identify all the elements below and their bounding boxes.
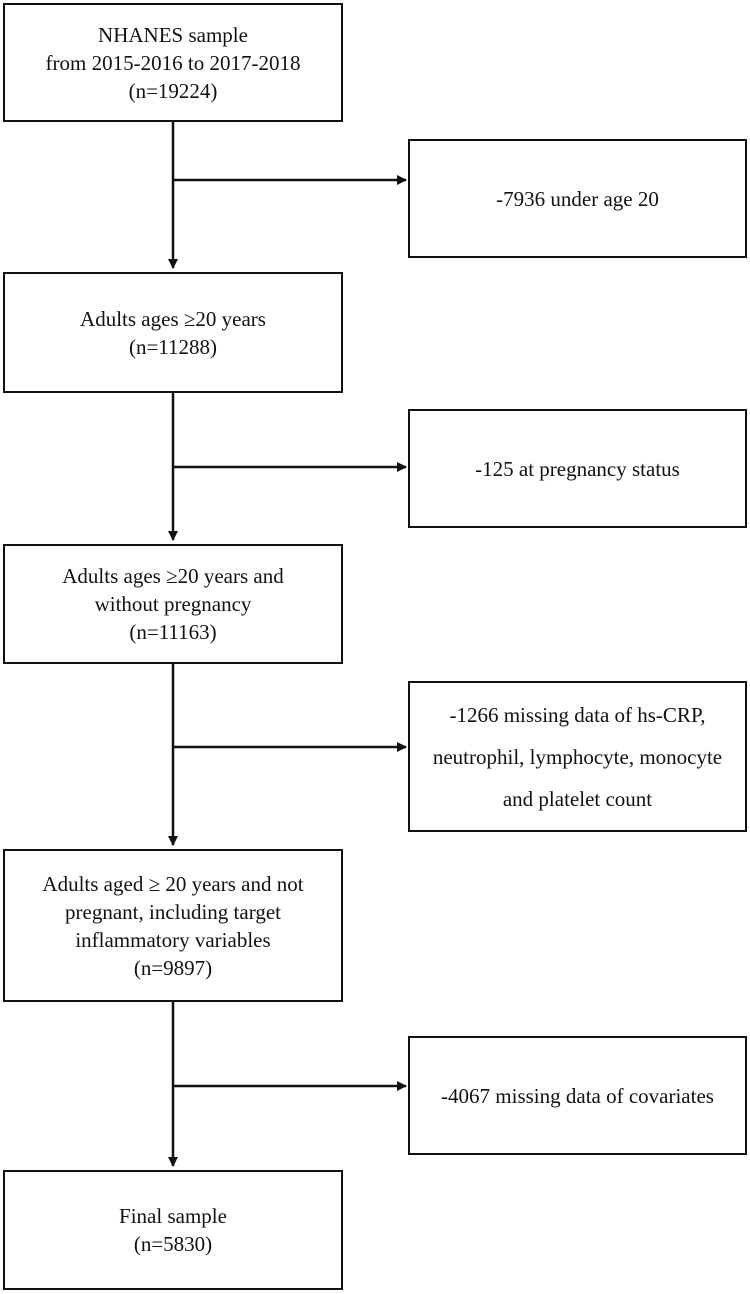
box-text: (n=5830): [133, 1232, 213, 1256]
box-text: (n=11163): [129, 620, 217, 644]
box-text: without pregnancy: [94, 592, 252, 616]
box-text: Adults aged ≥ 20 years and not: [42, 871, 304, 896]
box-text: (n=19224): [128, 78, 218, 103]
box-text: and platelet count: [502, 786, 653, 811]
box-adults-inflammatory: Adults aged ≥ 20 years and not pregnant,…: [3, 849, 343, 1002]
exclusion-box-under-20: -7936 under age 20: [408, 139, 747, 258]
box-text: (n=9897): [133, 955, 213, 980]
box-text: Adults ages ≥20 years: [80, 306, 266, 331]
box-adults-no-pregnancy: Adults ages ≥20 years and without pregna…: [3, 544, 343, 664]
exclusion-box-missing-inflammatory: -1266 missing data of hs-CRP, neutrophil…: [408, 681, 747, 832]
exclusion-box-pregnancy: -125 at pregnancy status: [408, 409, 747, 528]
box-adults-20: Adults ages ≥20 years (n=11288): [3, 272, 343, 393]
box-text: -4067 missing data of covariates: [441, 1083, 714, 1108]
box-text: -125 at pregnancy status: [475, 456, 680, 481]
box-text: -1266 missing data of hs-CRP,: [449, 702, 706, 727]
box-text: NHANES sample: [98, 22, 248, 47]
box-text: from 2015-2016 to 2017-2018: [45, 50, 301, 75]
box-text: inflammatory variables: [75, 927, 271, 952]
box-text: (n=11288): [128, 334, 218, 359]
box-text: pregnant, including target: [65, 899, 281, 924]
box-text: Adults ages ≥20 years and: [62, 564, 284, 588]
box-text: neutrophil, lymphocyte, monocyte: [432, 744, 723, 769]
exclusion-box-missing-covariates: -4067 missing data of covariates: [408, 1036, 747, 1155]
box-text: -7936 under age 20: [496, 186, 659, 211]
box-final-sample: Final sample (n=5830): [3, 1170, 343, 1290]
box-text: Final sample: [119, 1204, 227, 1228]
box-nhanes-sample: NHANES sample from 2015-2016 to 2017-201…: [3, 3, 343, 122]
